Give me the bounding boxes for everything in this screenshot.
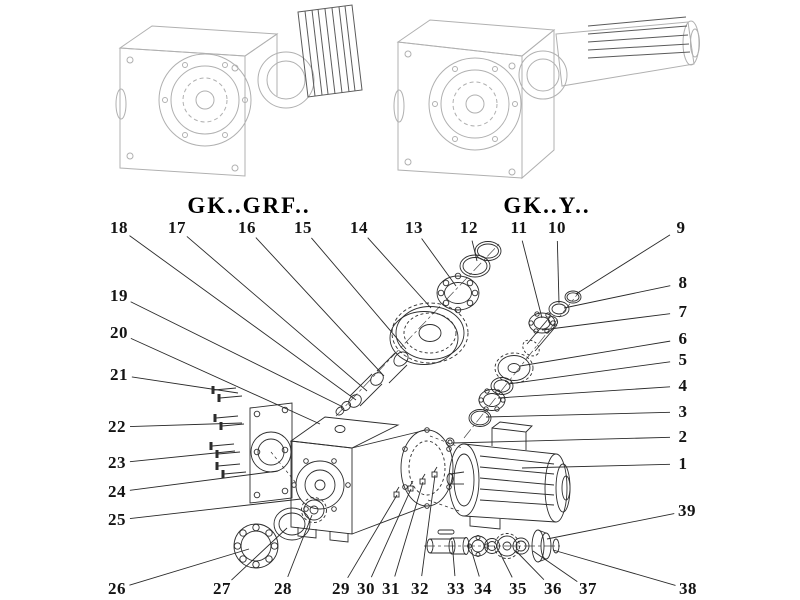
part-callout-7: 7 <box>678 302 688 321</box>
part-callout-12: 12 <box>460 218 478 237</box>
leader-line-19 <box>130 301 344 408</box>
exploded-view <box>209 241 582 569</box>
part-callout-11: 11 <box>510 218 528 237</box>
leader-line-5 <box>507 361 671 385</box>
part-callout-15: 15 <box>294 218 312 237</box>
leader-line-25 <box>129 498 302 519</box>
leader-line-4 <box>497 386 671 399</box>
part-callout-5: 5 <box>678 350 688 369</box>
leader-line-11 <box>521 240 543 319</box>
leader-line-7 <box>541 313 671 331</box>
part-callout-30: 30 <box>357 579 375 598</box>
leader-line-23 <box>129 450 236 463</box>
leader-line-17 <box>186 236 368 392</box>
gearbox-housing <box>289 416 454 543</box>
leader-line-29 <box>347 494 398 579</box>
part-callout-38: 38 <box>679 579 697 598</box>
part-callout-21: 21 <box>110 365 128 384</box>
part-callout-8: 8 <box>678 273 688 292</box>
leader-line-21 <box>131 376 239 394</box>
part-callout-25: 25 <box>108 510 126 529</box>
leader-line-28 <box>287 514 313 578</box>
part-callout-29: 29 <box>332 579 350 598</box>
leader-line-12 <box>471 240 478 262</box>
leader-line-3 <box>485 411 671 418</box>
model-label-gk-y: GK..Y.. <box>503 193 591 218</box>
motor-fins-gk-y <box>587 16 691 59</box>
machine-drawing-gk-grf <box>115 25 315 177</box>
part-callout-14: 14 <box>350 218 368 237</box>
leader-line-33 <box>451 540 456 577</box>
leader-line-26 <box>129 548 250 586</box>
part-callout-26: 26 <box>108 579 126 598</box>
leader-line-38 <box>552 549 676 586</box>
large-gear <box>389 302 469 365</box>
part-callout-4: 4 <box>678 376 688 395</box>
retaining-rings <box>459 241 502 278</box>
leader-line-24 <box>129 470 279 491</box>
part-callout-28: 28 <box>274 579 292 598</box>
part-callout-39: 39 <box>678 501 696 520</box>
flange-bolts <box>209 386 247 478</box>
main-bearing <box>436 272 480 314</box>
leader-line-37 <box>532 550 578 582</box>
part-callout-22: 22 <box>108 417 126 436</box>
part-callout-33: 33 <box>447 579 465 598</box>
leader-line-9 <box>575 234 671 295</box>
part-callout-18: 18 <box>110 218 128 237</box>
leader-line-32 <box>421 474 436 577</box>
leader-line-18 <box>129 235 357 401</box>
leader-line-15 <box>311 237 407 350</box>
leader-line-16 <box>255 237 385 377</box>
part-callout-17: 17 <box>168 218 186 237</box>
part-callout-10: 10 <box>548 218 566 237</box>
machine-drawing-gk-y <box>393 19 700 180</box>
part-callout-2: 2 <box>678 427 688 446</box>
output-shaft-assembly <box>426 529 560 563</box>
main-shaft <box>335 351 409 416</box>
leader-line-14 <box>367 237 432 309</box>
input-pinion-assembly <box>445 290 582 447</box>
part-callout-34: 34 <box>474 579 492 598</box>
part-callout-24: 24 <box>108 482 126 501</box>
leader-line-27 <box>231 527 288 581</box>
part-callout-31: 31 <box>382 579 400 598</box>
part-callout-32: 32 <box>411 579 429 598</box>
finned-cover-gk-grf <box>297 4 363 98</box>
electric-motor <box>446 421 571 530</box>
part-callout-1: 1 <box>678 454 688 473</box>
leader-line-13 <box>421 238 457 287</box>
part-callout-3: 3 <box>678 402 688 421</box>
leader-line-39 <box>546 513 675 540</box>
part-callout-36: 36 <box>544 579 562 598</box>
part-callout-16: 16 <box>238 218 256 237</box>
part-callout-20: 20 <box>110 323 128 342</box>
part-callout-23: 23 <box>108 453 126 472</box>
leader-line-31 <box>394 481 424 577</box>
model-label-gk-grf: GK..GRF.. <box>187 193 311 218</box>
leader-line-10 <box>556 240 560 304</box>
part-callout-19: 19 <box>110 286 128 305</box>
leader-line-8 <box>563 285 671 309</box>
part-callout-35: 35 <box>509 579 527 598</box>
part-callout-9: 9 <box>676 218 686 237</box>
part-callout-6: 6 <box>678 329 688 348</box>
leader-line-35 <box>498 550 513 578</box>
leader-line-2 <box>451 436 671 444</box>
leader-line-34 <box>470 548 480 577</box>
leader-line-22 <box>129 422 243 428</box>
part-callout-13: 13 <box>405 218 423 237</box>
part-callout-37: 37 <box>579 579 597 598</box>
center-axes <box>335 242 581 547</box>
output-bearing-set <box>233 497 327 569</box>
leader-line-1 <box>521 463 671 469</box>
leader-line-20 <box>130 337 321 425</box>
leader-line-36 <box>515 550 545 580</box>
leader-line-30 <box>370 488 412 578</box>
leader-line-6 <box>519 340 671 367</box>
part-callout-27: 27 <box>213 579 231 598</box>
